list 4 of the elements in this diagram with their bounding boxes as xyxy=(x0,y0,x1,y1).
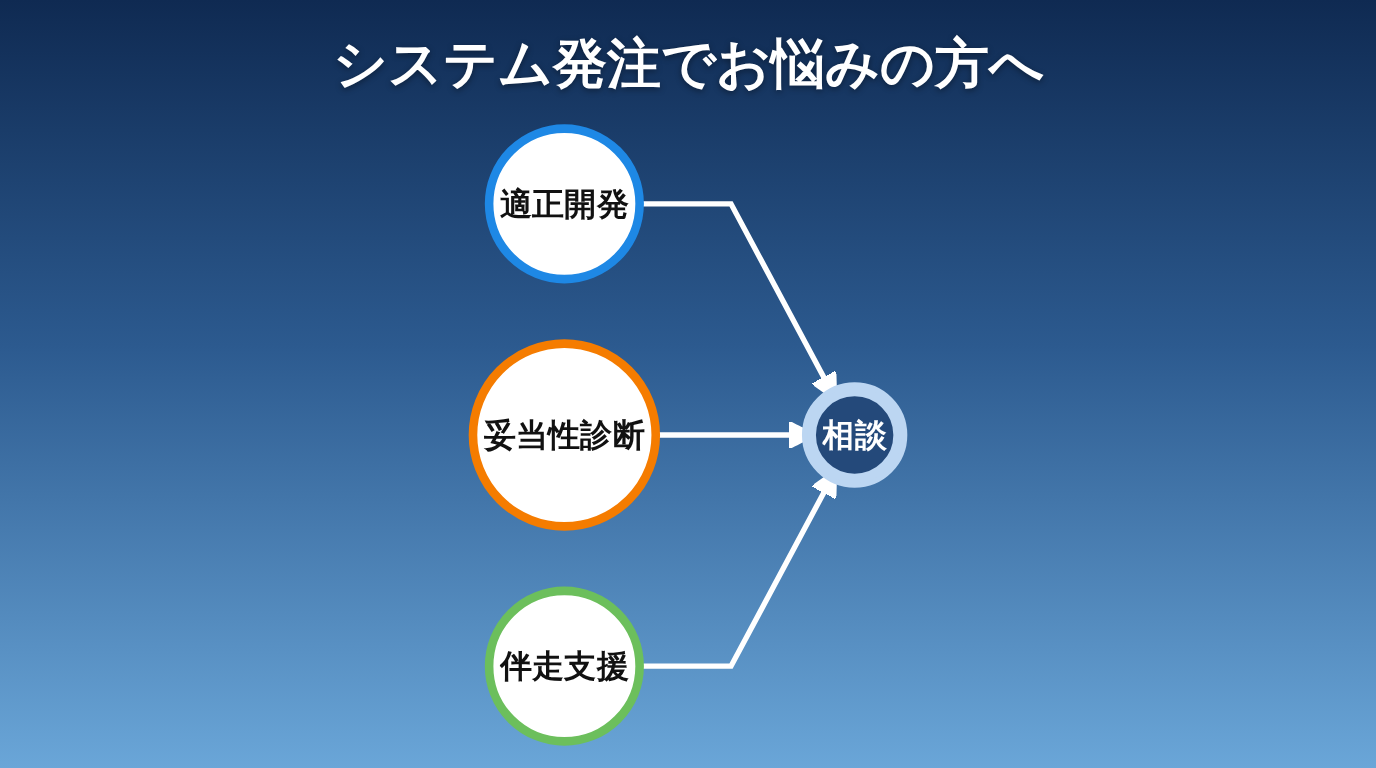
node-circle: 相談 xyxy=(801,382,908,488)
title: システム発注でお悩みの方へ xyxy=(332,31,1044,97)
node-circle: 適正開発 xyxy=(484,124,644,284)
node-circle: 妥当性診断 xyxy=(468,339,661,531)
